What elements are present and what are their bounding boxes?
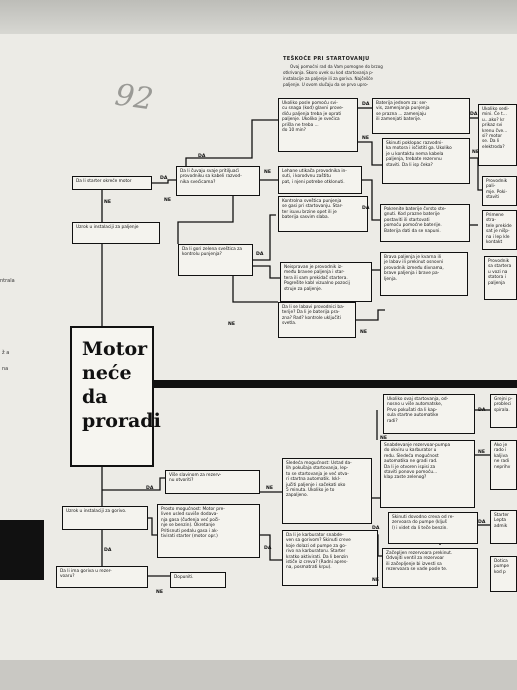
fuel-line-box: Skinuti dovodno creva od re- zervoara do… [388, 512, 478, 544]
da-label: DA [198, 154, 206, 159]
filter-box: Prosto mogućnost: Motor pre- liven usled… [157, 504, 260, 558]
page-heading: TEŠKOĆE PRI STARTOVANJU [283, 56, 370, 62]
ne-label: NE [472, 150, 479, 155]
float-box: Sledeća mogućnost: Ustad da- lih pokušaj… [282, 458, 372, 524]
ne-label: NE [372, 578, 379, 583]
points-box: Kontrolna sveštica punjenja se gasi pri … [278, 196, 368, 232]
fuse-box: Brava paljenja je kvarna ili je labav il… [380, 252, 468, 296]
da-label: DA [478, 408, 486, 413]
fuel-empty-box: Dopuniti. [170, 572, 226, 588]
intro-line: otkrivanja. Skoro uvek su kod startovanj… [283, 70, 374, 75]
intro-line: instalacije za paljenje ili za goriva. N… [283, 76, 373, 81]
left-edge-text: ž a [2, 350, 10, 356]
right-edge-box: Starter Lepta admik [490, 510, 517, 544]
far-right-box: Provodnik sa startera u vozi na statora … [484, 256, 517, 300]
intro-line: paljenje. U ovom slučaju da se prvo upro… [283, 82, 369, 87]
da-label: DA [264, 546, 272, 551]
starter-question-box: Da li starter okreće motor [72, 176, 152, 190]
da-label: DA [256, 252, 264, 257]
auto-start-box: Ukoliko ovaj startovanja, od- nosno u vi… [383, 394, 475, 434]
ignition-fault-box: Uzrok u instalaciji za paljenje [72, 222, 160, 244]
contacts-question-box: Da li gori zelena sveštica za kontrolu p… [178, 244, 253, 276]
fuel-fault-box: Uzrok u instalaciji za gorivo. [62, 506, 148, 530]
battery-charge-box: Pokrenite baterije čvrsto ste- gnuti. Ko… [380, 204, 470, 242]
da-label: DA [362, 206, 370, 211]
da-label: DA [470, 112, 478, 117]
pump-question-box: Da li je karburator snabde- ven sa goriv… [282, 530, 378, 586]
title-line: proradi [82, 410, 161, 432]
insulation-box: Lehane utikača provodnika in- suti, i ko… [278, 166, 362, 194]
ne-label: NE [164, 198, 171, 203]
right-edge-box: Dotica pumpe kod p [490, 556, 517, 592]
cable-question-box: Da li se labavi provodnici ba- terije? D… [278, 302, 356, 338]
scan-top-shadow [0, 0, 517, 40]
left-edge-text: ntrala [0, 278, 15, 284]
title-line: neće [82, 362, 132, 384]
da-label: DA [478, 520, 486, 525]
ne-label: NE [228, 322, 235, 327]
left-edge-text: na [2, 366, 9, 372]
da-label: DA [160, 176, 168, 181]
da-label: DA [104, 548, 112, 553]
ne-label: NE [380, 436, 387, 441]
binding-shadow [0, 520, 44, 580]
ne-label: NE [264, 170, 271, 175]
da-label: DA [372, 526, 380, 531]
pump-deliver-box: Snabdevanje rezervoar-pumpa do okviru u … [380, 440, 475, 508]
far-right-box: Provodnik pali- mje. Poki- staviti [482, 176, 517, 206]
ne-label: NE [360, 330, 367, 335]
ne-label: NE [478, 450, 485, 455]
ne-label: NE [362, 136, 369, 141]
intro-line: Ovaj pomoćni rad da Vam pomogne do brzog [290, 64, 383, 69]
right-edge-box: Ako je rado i kaljiva ne radi neprihv [490, 440, 517, 490]
title-line: da [82, 386, 108, 408]
ne-label: NE [156, 590, 163, 595]
clean-plugs-box: Skinuti poklopac razvodni- ka motora i i… [382, 138, 470, 184]
ne-label: NE [104, 200, 111, 205]
ne-label: NE [266, 486, 273, 491]
right-edge-box: Grejni p- probleci spirala. [490, 394, 517, 428]
sparking-box: Neispravan je provodnik iz- među bravee … [280, 262, 372, 302]
title-line: Motor [82, 338, 148, 360]
battery-weak-box: Baterija jednom za: ser- vis, zamenjanja… [372, 98, 470, 134]
pipe-block-box: Začepljen rezervoara prekinut. Odvojiti … [382, 548, 478, 588]
wet-plugs-box: Ukoliko posle pomoću svi- cu snaga (kod)… [278, 98, 358, 152]
spark-question-box: Da li čuvaju svaje pritiljuaći provodnik… [176, 166, 260, 196]
fuel-question-box: Da li ima goriva u rezer- voaru? [56, 566, 148, 588]
chart-title-block: Motor neće da proradi [70, 326, 161, 467]
far-right-box: Primene stra- tele prekide sat je nišp- … [482, 210, 517, 250]
da-label: DA [146, 486, 154, 491]
far-right-box: Ukoliko sedi- mini. Če t... u...ako? kr … [478, 104, 517, 166]
da-label: DA [362, 102, 370, 107]
choke-box: Više slavinom za rezerv- nu otvoriti? [165, 470, 260, 494]
scan-bottom-strip [0, 660, 517, 690]
